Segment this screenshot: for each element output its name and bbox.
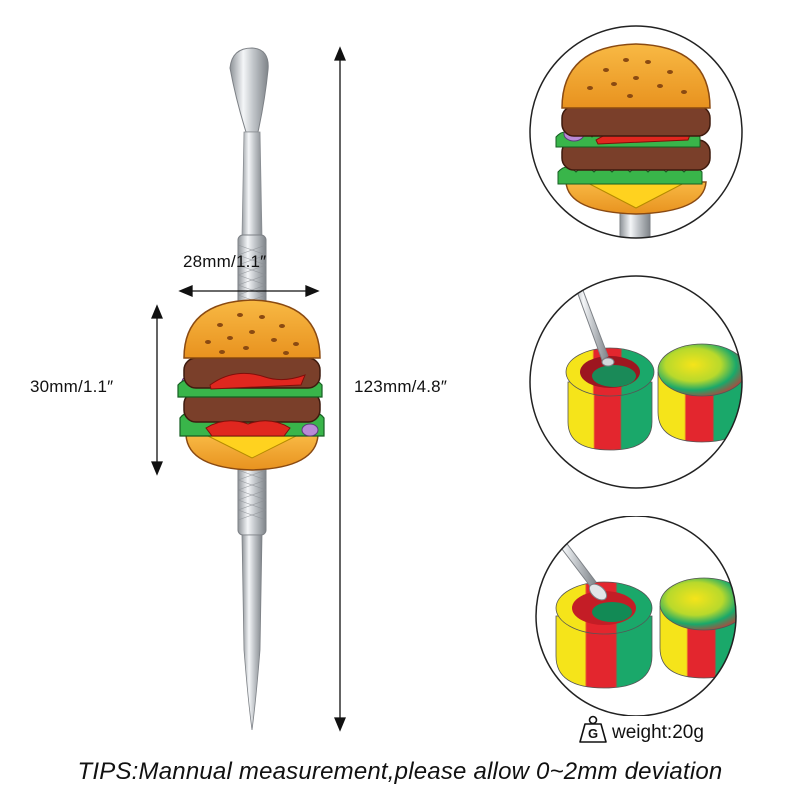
- detail-circle-burger: [526, 22, 746, 242]
- tips-note: TIPS:Mannual measurement,please allow 0~…: [77, 758, 723, 785]
- dab-tool-main: [170, 40, 340, 740]
- detail-circle-jar-spoon: [526, 516, 746, 716]
- detail-circle-jar-open: [526, 272, 746, 492]
- length-dimension-label: 123mm/4.8″: [354, 377, 448, 396]
- weight-icon: G: [578, 714, 608, 744]
- spoon-tip: [229, 47, 269, 133]
- weight-label: weight:20g: [612, 722, 704, 743]
- burger-charm: [177, 299, 325, 471]
- weight-icon-letter: G: [587, 726, 599, 741]
- width-dimension-label: 28mm/1.1″: [183, 252, 267, 271]
- height-dimension-label: 30mm/1.1″: [30, 377, 114, 396]
